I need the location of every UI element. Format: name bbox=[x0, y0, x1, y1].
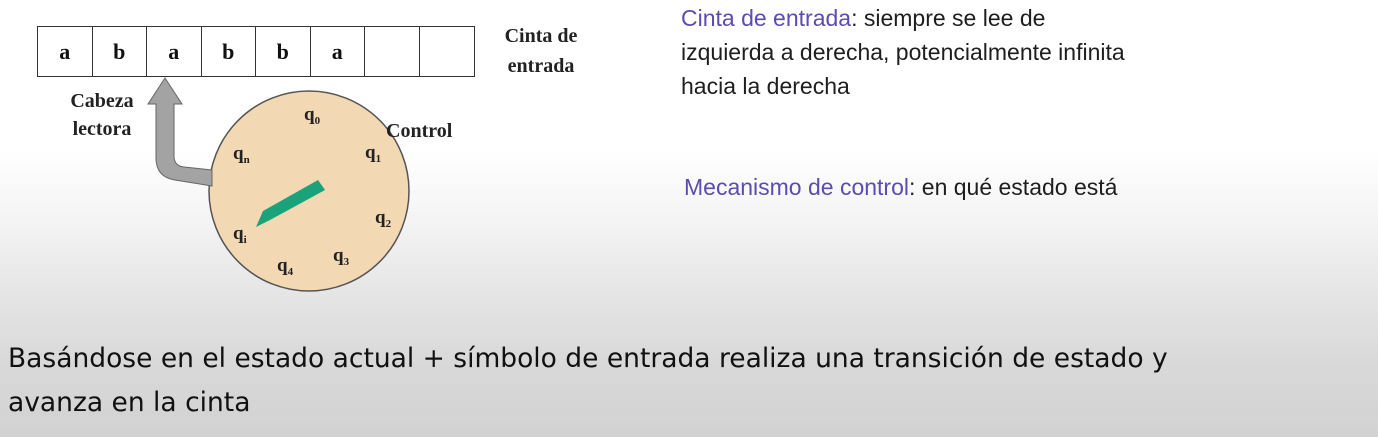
tape-label-line1: Cinta de bbox=[504, 25, 578, 47]
head-label-line2: lectora bbox=[72, 118, 132, 140]
tape-description-line3: hacia la derecha bbox=[681, 73, 850, 99]
head-arrow bbox=[147, 77, 213, 187]
tape-description-text: : siempre se lee de bbox=[851, 5, 1046, 31]
state-q2: q2 bbox=[375, 207, 392, 230]
head-label-line1: Cabeza bbox=[70, 90, 134, 112]
tape-description: Cinta de entrada: siempre se lee de izqu… bbox=[681, 1, 1371, 103]
state-qi: qi bbox=[233, 223, 247, 246]
tape-label-line2: entrada bbox=[507, 55, 575, 77]
state-qn: qn bbox=[233, 143, 250, 166]
tape-cell: b bbox=[202, 27, 256, 76]
state-q4: q4 bbox=[277, 255, 294, 278]
tape-description-title: Cinta de entrada bbox=[681, 5, 852, 31]
state-q3: q3 bbox=[333, 245, 350, 268]
state-q0: q0 bbox=[304, 104, 321, 127]
transition-statement: Basándose en el estado actual + símbolo … bbox=[8, 337, 1373, 425]
head-label: Cabeza lectora bbox=[52, 87, 152, 143]
tape-label: Cinta de entrada bbox=[488, 21, 594, 81]
tape-cell: a bbox=[147, 27, 202, 76]
tape-description-line1: Cinta de entrada: siempre se lee de bbox=[681, 1, 1371, 35]
tape-cell bbox=[365, 27, 420, 76]
tape-description-line2: izquierda a derecha, potencialmente infi… bbox=[681, 39, 1125, 65]
tape-cell: b bbox=[256, 27, 311, 76]
control-description-text: : en qué estado está bbox=[909, 174, 1118, 200]
transition-statement-line2: avanza en la cinta bbox=[8, 387, 251, 418]
transition-statement-line1: Basándose en el estado actual + símbolo … bbox=[8, 343, 1168, 374]
control-description-title: Mecanismo de control bbox=[684, 174, 909, 200]
control-needle bbox=[256, 180, 325, 227]
control-description: Mecanismo de control: en qué estado está bbox=[684, 170, 1374, 204]
tape-cell: a bbox=[38, 27, 93, 76]
tape-cell: b bbox=[93, 27, 147, 76]
state-q1: q1 bbox=[365, 142, 382, 165]
tape-cell bbox=[420, 27, 475, 76]
control-label: Control bbox=[386, 120, 453, 142]
input-tape: a b a b b a bbox=[37, 26, 475, 77]
tape-cell: a bbox=[311, 27, 365, 76]
